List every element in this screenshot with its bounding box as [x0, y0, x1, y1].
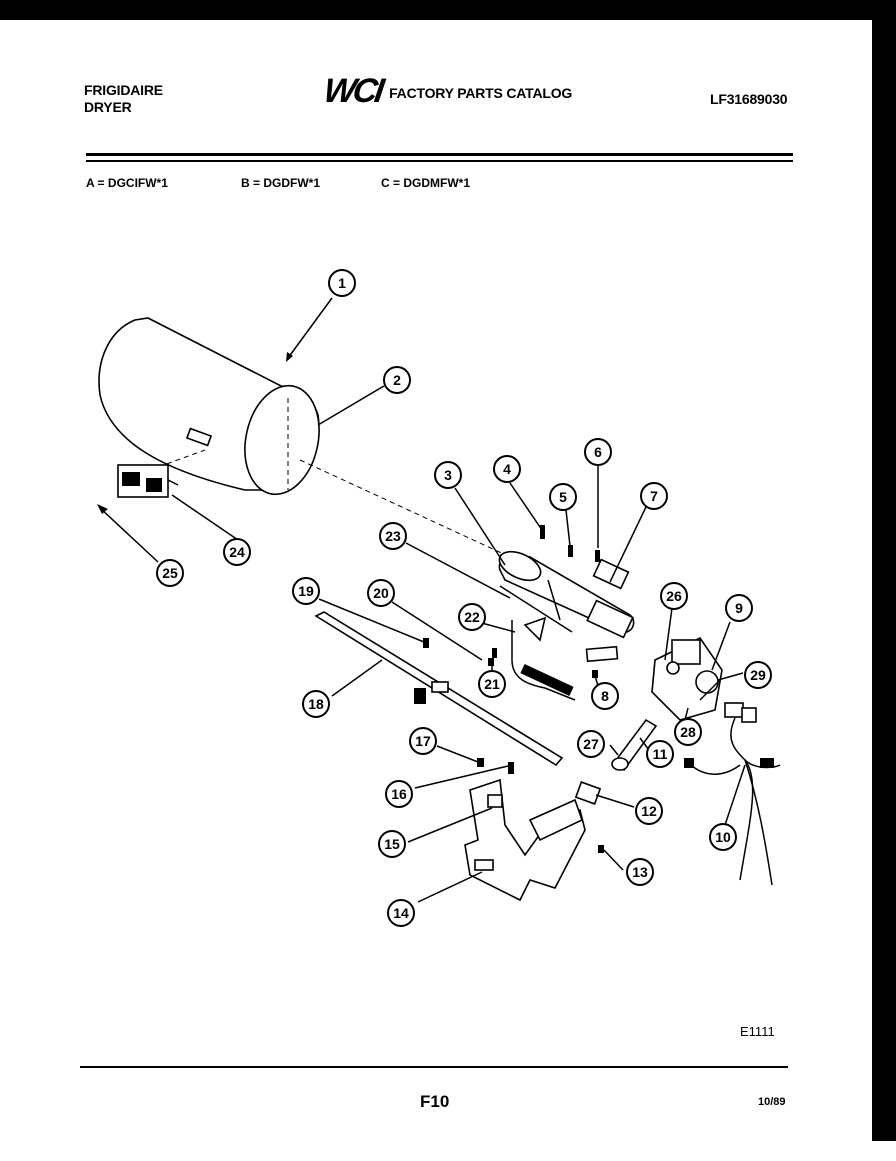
footer-rule [80, 1066, 788, 1068]
leader-25 [99, 507, 159, 563]
callout-5: 5 [549, 483, 577, 511]
callout-1: 1 [328, 269, 356, 297]
header-rule-top [86, 153, 793, 156]
svg-text:9: 9 [735, 600, 743, 616]
svg-text:14: 14 [393, 905, 409, 921]
header-rule-bottom [86, 160, 793, 162]
callout-17: 17 [409, 727, 437, 755]
callout-20: 20 [367, 579, 395, 607]
callout-7: 7 [640, 482, 668, 510]
callout-13: 13 [626, 858, 654, 886]
svg-text:25: 25 [162, 565, 178, 581]
wiring-harness [684, 702, 781, 886]
svg-text:27: 27 [583, 736, 599, 752]
svg-text:10: 10 [715, 829, 731, 845]
callout-6: 6 [584, 438, 612, 466]
mounting-rail [314, 611, 564, 767]
valve-bracket [464, 778, 586, 902]
svg-text:2: 2 [393, 372, 401, 388]
svg-text:7: 7 [650, 488, 658, 504]
callout-27: 27 [577, 730, 605, 758]
model-b: B = DGDFW*1 [241, 176, 321, 190]
svg-text:29: 29 [750, 667, 766, 683]
callout-29: 29 [744, 661, 772, 689]
diagram-code: E1111 [740, 1024, 775, 1039]
catalog-heading: WCI FACTORY PARTS CATALOG [321, 72, 573, 110]
fitting-parts [574, 718, 658, 805]
callout-18: 18 [302, 690, 330, 718]
callout-19: 19 [292, 577, 320, 605]
svg-text:21: 21 [484, 676, 500, 692]
svg-text:11: 11 [653, 746, 668, 762]
gas-valve [651, 636, 723, 721]
svg-text:15: 15 [384, 836, 400, 852]
brand-name: FRIGIDAIRE [84, 82, 163, 98]
catalog-title: FACTORY PARTS CATALOG [389, 85, 573, 101]
callout-2: 2 [383, 366, 411, 394]
callout-26: 26 [660, 582, 688, 610]
page-number: F10 [420, 1092, 450, 1111]
svg-text:8: 8 [601, 688, 609, 704]
burner-assembly [498, 550, 635, 663]
callout-10: 10 [709, 823, 737, 851]
callout-3: 3 [434, 461, 462, 489]
svg-text:23: 23 [385, 528, 401, 544]
svg-text:5: 5 [559, 489, 567, 505]
svg-text:19: 19 [298, 583, 314, 599]
svg-text:16: 16 [391, 786, 407, 802]
svg-text:24: 24 [229, 544, 245, 560]
leader-lines [171, 297, 746, 903]
callout-16: 16 [385, 780, 413, 808]
revision-date: 10/89 [758, 1096, 786, 1108]
callout-15: 15 [378, 830, 406, 858]
svg-text:17: 17 [415, 733, 431, 749]
model-a: A = DGCIFW*1 [86, 176, 168, 190]
svg-text:4: 4 [503, 461, 511, 477]
svg-text:3: 3 [444, 467, 452, 483]
catalog-number: LF31689030 [710, 91, 788, 107]
svg-text:13: 13 [632, 864, 648, 880]
svg-text:18: 18 [308, 696, 324, 712]
svg-text:20: 20 [373, 585, 389, 601]
callout-25: 25 [156, 559, 184, 587]
model-c: C = DGDMFW*1 [381, 176, 471, 190]
callout-28: 28 [674, 718, 702, 746]
callout-22: 22 [458, 603, 486, 631]
callout-14: 14 [387, 899, 415, 927]
appliance-type: DRYER [84, 99, 132, 115]
screws [423, 525, 604, 853]
callout-21: 21 [478, 670, 506, 698]
sensor-bracket [117, 464, 179, 498]
callout-4: 4 [493, 455, 521, 483]
brand-block: FRIGIDAIRE DRYER [84, 82, 163, 116]
callout-12: 12 [635, 797, 663, 825]
callout-11: 11 [646, 740, 674, 768]
svg-text:28: 28 [680, 724, 696, 740]
dryer-drum [98, 317, 561, 581]
svg-text:26: 26 [666, 588, 682, 604]
callout-23: 23 [379, 522, 407, 550]
svg-text:12: 12 [641, 803, 657, 819]
svg-text:6: 6 [594, 444, 602, 460]
exploded-parts-diagram: 1 2 3 4 5 6 7 8 9 10 11 12 13 14 15 16 1… [97, 269, 781, 927]
callout-9: 9 [725, 594, 753, 622]
callout-24: 24 [223, 538, 251, 566]
svg-text:22: 22 [464, 609, 480, 625]
svg-text:1: 1 [338, 275, 346, 291]
callout-8: 8 [591, 682, 619, 710]
igniter [511, 616, 576, 701]
